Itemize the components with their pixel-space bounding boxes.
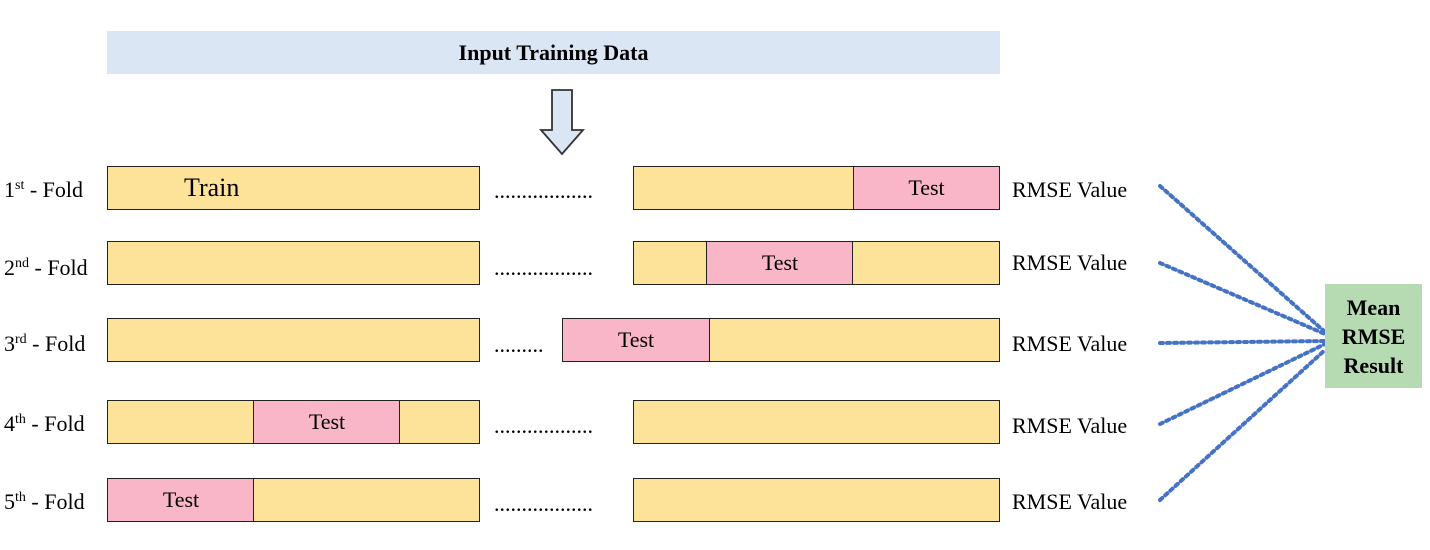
fold-label-5: 5th - Fold [4,489,85,514]
connector-line-3 [1158,339,1327,345]
ellipsis: .................. [494,178,593,203]
input-training-data-box: Input Training Data [107,31,1000,74]
connector-line-1 [1158,184,1327,334]
train-label: Train [184,173,240,202]
train-segment [399,400,480,444]
fold-label-3: 3rd - Fold [4,331,86,356]
train-segment [633,166,855,210]
test-segment: Test [107,478,255,522]
fold-label-2: 2nd - Fold [4,255,88,280]
train-segment [107,318,480,362]
rmse-value-5: RMSE Value [1012,489,1128,514]
connector-line-5 [1158,348,1327,502]
train-segment [633,400,1000,444]
mean-rmse-result-line: Mean [1346,294,1401,320]
connector-line-4 [1158,342,1327,426]
test-segment: Test [253,400,401,444]
mean-rmse-result-line: Result [1343,352,1404,378]
rmse-value-1: RMSE Value [1012,177,1128,202]
ellipsis: ......... [494,332,544,357]
rmse-value-3: RMSE Value [1012,331,1128,356]
rmse-value-2: RMSE Value [1012,250,1128,275]
train-segment [708,318,1000,362]
fold-label-1: 1st - Fold [4,177,84,202]
rmse-value-4: RMSE Value [1012,413,1128,438]
train-segment [107,400,255,444]
train-segment [253,478,480,522]
mean-rmse-result-box: Mean RMSE Result [1325,284,1422,388]
train-segment [107,241,480,285]
train-segment [633,478,1000,522]
test-segment: Test [706,241,854,285]
mean-rmse-result-line: RMSE [1341,323,1406,349]
train-segment [852,241,1000,285]
down-arrow-icon [539,89,585,156]
ellipsis: .................. [494,255,593,280]
ellipsis: .................. [494,413,593,438]
fold-label-4: 4th - Fold [4,411,85,436]
train-segment [107,166,480,210]
test-segment: Test [853,166,1000,210]
ellipsis: .................. [494,491,593,516]
train-segment [633,241,708,285]
connector-line-2 [1158,261,1327,336]
input-training-data-title: Input Training Data [458,39,649,65]
test-segment: Test [562,318,710,362]
